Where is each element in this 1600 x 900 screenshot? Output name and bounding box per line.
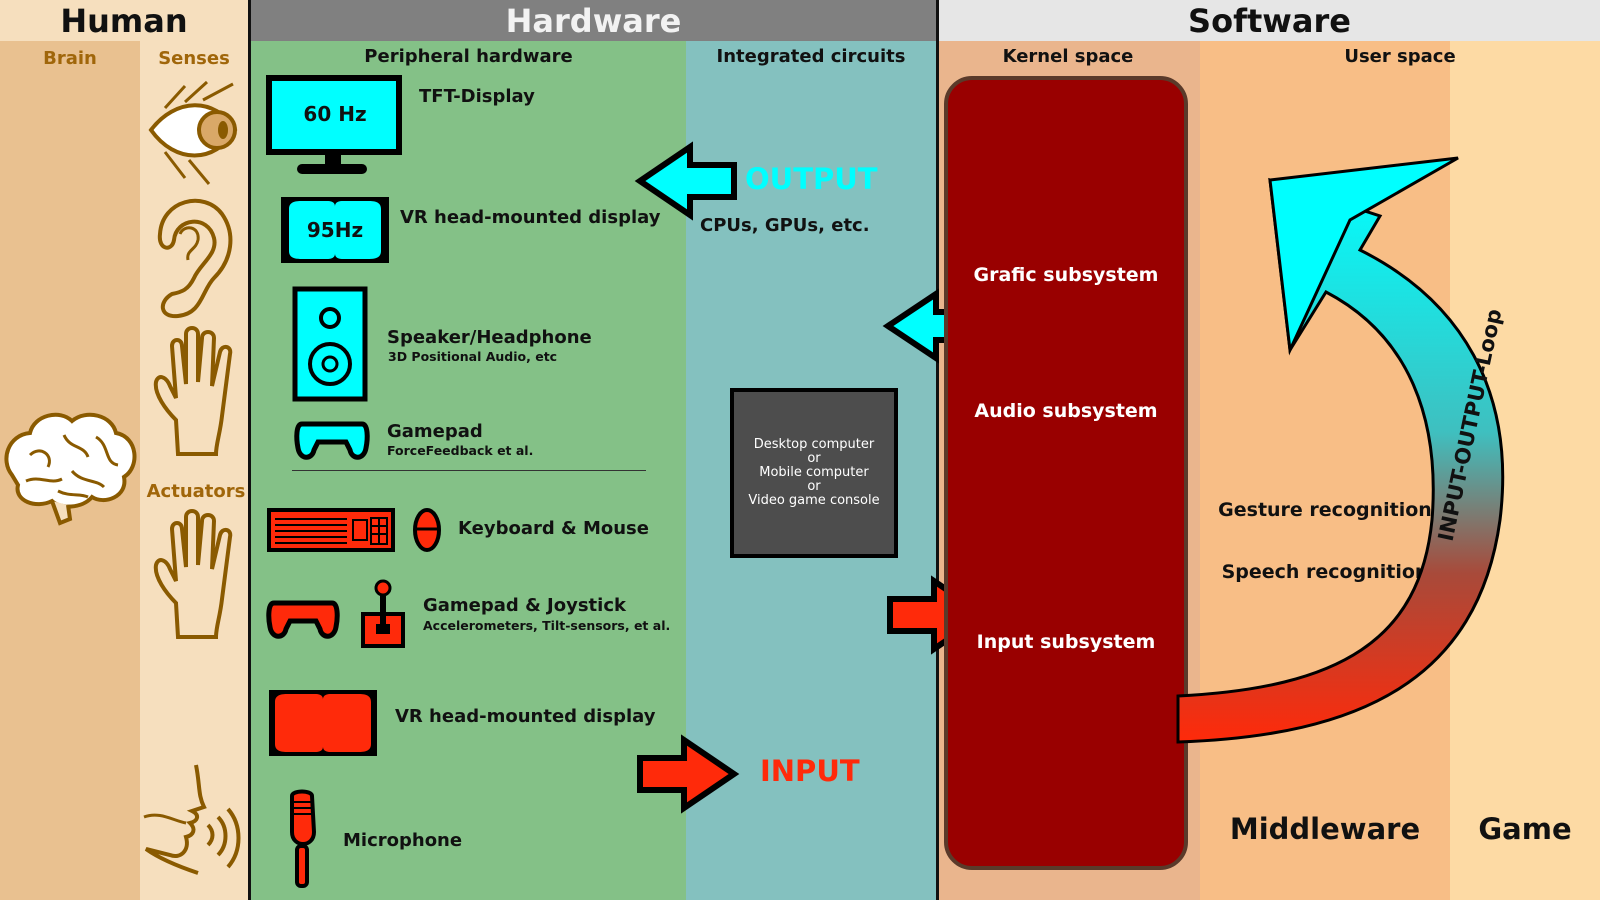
header-hardware: Hardware <box>251 0 936 41</box>
mouth-icon <box>143 764 241 875</box>
tft-display-label: TFT-Display <box>419 86 535 107</box>
separator-hardware-software <box>936 0 939 900</box>
cpus-label: CPUs, GPUs, etc. <box>700 215 870 236</box>
speaker-icon <box>292 286 368 402</box>
input-label: INPUT <box>760 754 860 788</box>
gesture-recognition-label: Gesture recognition <box>1218 499 1432 521</box>
gamepad-joystick-label: Gamepad & Joystick <box>423 595 626 616</box>
kernel-box <box>944 76 1188 870</box>
separator-human-hardware <box>248 0 251 900</box>
joystick-icon <box>361 579 405 648</box>
keyboard-icon <box>267 508 395 552</box>
header-software: Software <box>939 0 1600 41</box>
vr-input-label: VR head-mounted display <box>395 706 656 727</box>
gamepad-output-detail: ForceFeedback et al. <box>387 443 534 458</box>
grafic-subsystem-label: Grafic subsystem <box>973 264 1159 286</box>
gamepad-output-icon <box>294 421 370 460</box>
tft-monitor-icon <box>266 75 402 174</box>
subheader-actuators: Actuators <box>146 481 246 502</box>
hand-actuator-icon <box>153 509 233 639</box>
subheader-brain: Brain <box>43 48 97 69</box>
eye-icon <box>148 80 238 185</box>
speaker-label: Speaker/Headphone <box>387 327 592 348</box>
input-subsystem-label: Input subsystem <box>976 631 1156 653</box>
subheader-senses: Senses <box>158 48 230 69</box>
header-hardware-text: Hardware <box>505 1 682 40</box>
io-loop-arrow-icon <box>1176 156 1505 744</box>
audio-subsystem-label: Audio subsystem <box>974 400 1158 422</box>
vr-input-icon <box>269 690 377 756</box>
subheader-kernel: Kernel space <box>1002 46 1134 67</box>
computer-box: Desktop computer or Mobile computer or V… <box>730 388 898 558</box>
middleware-label: Middleware <box>1229 812 1421 846</box>
computer-box-line-1: Desktop computer <box>753 437 875 452</box>
microphone-icon <box>290 789 317 888</box>
output-input-divider <box>292 470 646 471</box>
speaker-detail: 3D Positional Audio, etc <box>388 349 558 364</box>
computer-box-line-5: Video game console <box>748 493 880 508</box>
speech-recognition-label: Speech recognition <box>1221 561 1429 583</box>
gamepad-output-label: Gamepad <box>387 421 483 442</box>
header-software-text: Software <box>1188 1 1351 40</box>
output-label: OUTPUT <box>745 162 878 196</box>
hand-sense-icon <box>153 326 233 456</box>
brain-icon <box>4 412 137 526</box>
vr-output-label: VR head-mounted display <box>400 207 661 228</box>
computer-box-line-2: or <box>807 451 821 466</box>
vr-output-screen-text: 95Hz <box>306 218 364 242</box>
gamepad-input-icon <box>266 600 340 639</box>
ear-icon <box>157 198 233 319</box>
subheader-user: User space <box>1344 46 1456 67</box>
tft-screen-text: 60 Hz <box>303 102 367 126</box>
computer-box-line-3: Mobile computer <box>759 465 869 480</box>
vr-output-icon <box>281 197 389 263</box>
subheader-peripheral: Peripheral hardware <box>364 46 573 67</box>
mouse-icon <box>413 508 441 552</box>
subheader-integrated: Integrated circuits <box>716 46 906 67</box>
gamepad-joystick-detail: Accelerometers, Tilt-sensors, et al. <box>423 618 671 633</box>
header-human: Human <box>0 0 248 41</box>
header-human-text: Human <box>60 1 188 40</box>
computer-box-line-4: or <box>807 479 821 494</box>
microphone-label: Microphone <box>343 830 463 851</box>
keyboard-mouse-label: Keyboard & Mouse <box>458 518 649 539</box>
middleware-column <box>1200 0 1450 900</box>
game-label: Game <box>1478 812 1572 846</box>
output-arrow-icon <box>634 141 737 221</box>
input-arrow-icon <box>637 734 740 814</box>
